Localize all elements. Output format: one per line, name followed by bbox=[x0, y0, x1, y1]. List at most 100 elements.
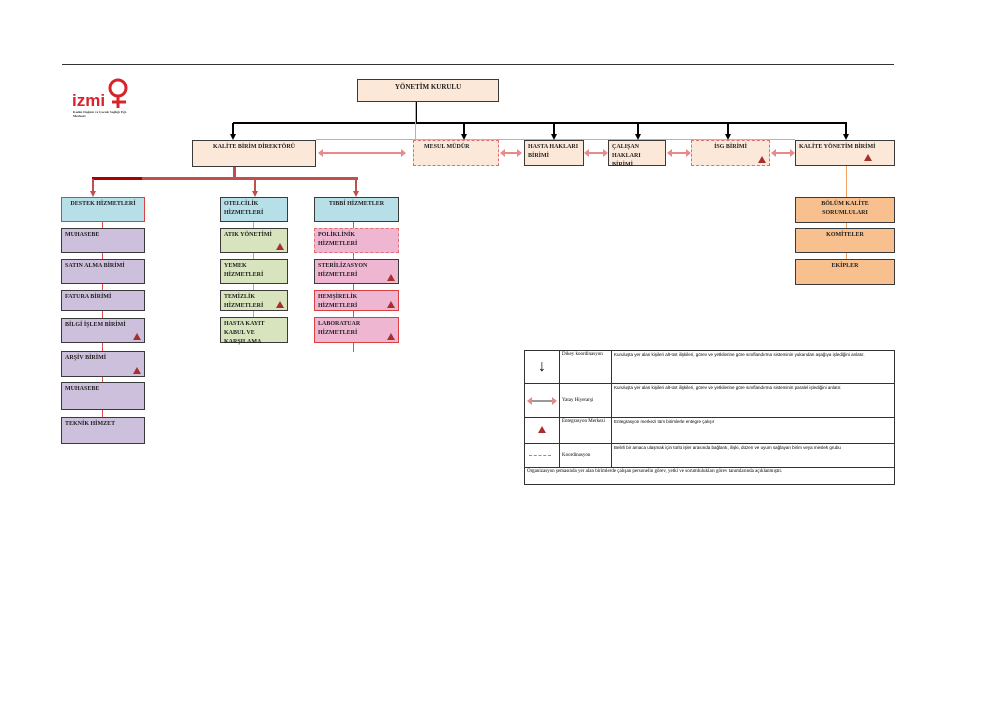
unit-label: BÖLÜM KALİTE SORUMLULARI bbox=[821, 201, 869, 216]
destek-unit-box: BİLGİ İŞLEM BİRİMİ bbox=[61, 318, 145, 343]
integration-triangle-icon bbox=[864, 154, 872, 161]
down-arrow-icon bbox=[843, 134, 849, 140]
legend-description: Kuruluşta yer alan kişileri alt-üst iliş… bbox=[611, 350, 895, 384]
horizontal-arrow bbox=[584, 149, 608, 157]
destek-unit-box: MUHASEBE bbox=[61, 382, 145, 410]
legend-symbol bbox=[524, 443, 560, 468]
integration-triangle-icon bbox=[133, 367, 141, 374]
unit-label: EKİPLER bbox=[831, 263, 859, 269]
down-arrow-icon: ↓ bbox=[538, 358, 546, 375]
unit-label: BİLGİ İŞLEM BİRİMİ bbox=[65, 322, 126, 328]
unit-label: TEKNİK HİMZET bbox=[65, 421, 116, 427]
svg-text:izmi: izmi bbox=[72, 91, 105, 110]
logo: izmi Kadın Doğum ve Çocuk Sağlığı Eğt. M… bbox=[70, 76, 140, 122]
legend-label: Yatay Hiyerarşi bbox=[559, 383, 612, 418]
unit-label: ATIK YÖNETİMİ bbox=[224, 232, 272, 238]
tibbi-unit-box: POLİKLİNİK HİZMETLERİ bbox=[314, 228, 399, 253]
tibbi-unit-box: LABORATUAR HİZMETLERİ bbox=[314, 317, 399, 343]
connector bbox=[233, 167, 236, 179]
unit-label: TEMİZLİK HİZMETLERİ bbox=[224, 294, 264, 309]
connector bbox=[553, 123, 555, 135]
kalite-yonetim-box: KALİTE YÖNETİM BİRİMİ bbox=[795, 140, 895, 166]
legend-description: Kuruluşta yer alan kişileri alt-üst iliş… bbox=[611, 383, 895, 418]
destek-unit-box: ARŞİV BİRİMİ bbox=[61, 351, 145, 377]
kalite-unit-box: EKİPLER bbox=[795, 259, 895, 285]
unit-label: ARŞİV BİRİMİ bbox=[65, 355, 107, 361]
connector bbox=[233, 122, 847, 124]
integration-triangle-icon bbox=[538, 426, 546, 433]
dotted-line-icon bbox=[529, 455, 551, 456]
unit-label: LABORATUAR HİZMETLERİ bbox=[318, 321, 361, 336]
legend-footer: Organizasyon şemasında yer alan birimler… bbox=[524, 467, 895, 485]
destek-unit-box: FATURA BİRİMİ bbox=[61, 290, 145, 311]
destek-unit-box: TEKNİK HİMZET bbox=[61, 417, 145, 444]
mesul-mudur-box: MESUL MÜDÜR bbox=[413, 140, 499, 166]
horizontal-arrow bbox=[500, 149, 522, 157]
legend-symbol bbox=[524, 383, 560, 418]
tibbi-head-box: TIBBİ HİZMETLER bbox=[314, 197, 399, 222]
legend-description: Belirli bir amaca ulaşmak için türlü işl… bbox=[611, 443, 895, 468]
legend-symbol bbox=[524, 417, 560, 444]
connector bbox=[415, 102, 417, 124]
legend-label: Koordinasyon bbox=[559, 443, 612, 468]
destek-unit-box: MUHASEBE bbox=[61, 228, 145, 253]
board-box: YÖNETİM KURULU bbox=[357, 79, 499, 102]
otelcilik-head-box: OTELCİLİK HİZMETLERİ bbox=[220, 197, 288, 222]
connector bbox=[727, 123, 729, 135]
destek-head-box: DESTEK HİZMETLERİ bbox=[61, 197, 145, 222]
legend-label: Entegrasyon Merkezi bbox=[559, 417, 612, 444]
hasta-haklari-box: HASTA HAKLARI BİRİMİ bbox=[524, 140, 584, 166]
connector bbox=[254, 179, 256, 191]
connector bbox=[415, 102, 416, 140]
connector bbox=[637, 123, 639, 135]
legend-description: Entegrasyon merkezi tüm birimlerle enteg… bbox=[611, 417, 895, 444]
kalite-yonetim-label: KALİTE YÖNETİM BİRİMİ bbox=[799, 144, 876, 150]
destek-unit-box: SATIN ALMA BİRİMİ bbox=[61, 259, 145, 284]
horizontal-arrow bbox=[667, 149, 691, 157]
kalite-unit-box: KOMİTELER bbox=[795, 228, 895, 253]
integration-triangle-icon bbox=[276, 243, 284, 250]
down-arrow-icon bbox=[551, 134, 557, 140]
otelcilik-unit-box: ATIK YÖNETİMİ bbox=[220, 228, 288, 253]
unit-label: MUHASEBE bbox=[65, 232, 100, 238]
down-arrow-icon bbox=[230, 134, 236, 140]
connector bbox=[232, 123, 234, 135]
unit-label: FATURA BİRİMİ bbox=[65, 294, 112, 300]
header-rule bbox=[62, 64, 894, 65]
logo-subtitle: Kadın Doğum ve Çocuk Sağlığı Eğt. Merkez… bbox=[73, 110, 127, 118]
calisan-haklari-box: ÇALIŞAN HAKLARI BİRİMİ bbox=[608, 140, 666, 168]
connector bbox=[353, 222, 354, 352]
legend-label: Dikey koordinasyon bbox=[559, 350, 612, 384]
logo-icon: izmi bbox=[72, 78, 128, 110]
down-arrow-icon bbox=[251, 191, 258, 197]
down-arrow-icon bbox=[725, 134, 731, 140]
connector bbox=[92, 179, 94, 191]
unit-label: KOMİTELER bbox=[826, 232, 864, 238]
unit-label: YEMEK HİZMETLERİ bbox=[224, 263, 264, 278]
unit-label: POLİKLİNİK HİZMETLERİ bbox=[318, 232, 358, 247]
horizontal-arrow bbox=[318, 149, 406, 157]
integration-triangle-icon bbox=[133, 333, 141, 340]
kalite-unit-box: BÖLÜM KALİTE SORUMLULARI bbox=[795, 197, 895, 223]
down-arrow-icon bbox=[635, 134, 641, 140]
tibbi-unit-box: STERİLİZASYON HİZMETLERİ bbox=[314, 259, 399, 284]
integration-triangle-icon bbox=[387, 333, 395, 340]
down-arrow-icon bbox=[89, 191, 96, 197]
otelcilik-unit-box: HASTA KAYIT KABUL VE KARŞILAMA bbox=[220, 317, 288, 345]
integration-triangle-icon bbox=[276, 301, 284, 308]
kalite-direktor-box: KALİTE BİRİM DİREKTÖRÜ bbox=[192, 140, 316, 167]
double-arrow-icon bbox=[527, 396, 557, 405]
tibbi-unit-box: HEMŞİRELİK HİZMETLERİ bbox=[314, 290, 399, 311]
unit-label: SATIN ALMA BİRİMİ bbox=[65, 263, 125, 269]
isg-box: İSG BİRİMİ bbox=[691, 140, 770, 166]
otelcilik-unit-box: TEMİZLİK HİZMETLERİ bbox=[220, 290, 288, 311]
down-arrow-icon bbox=[461, 134, 467, 140]
unit-label: STERİLİZASYON HİZMETLERİ bbox=[318, 263, 368, 278]
integration-triangle-icon bbox=[758, 156, 766, 163]
horizontal-arrow bbox=[771, 149, 795, 157]
legend-symbol: ↓ bbox=[524, 350, 560, 384]
